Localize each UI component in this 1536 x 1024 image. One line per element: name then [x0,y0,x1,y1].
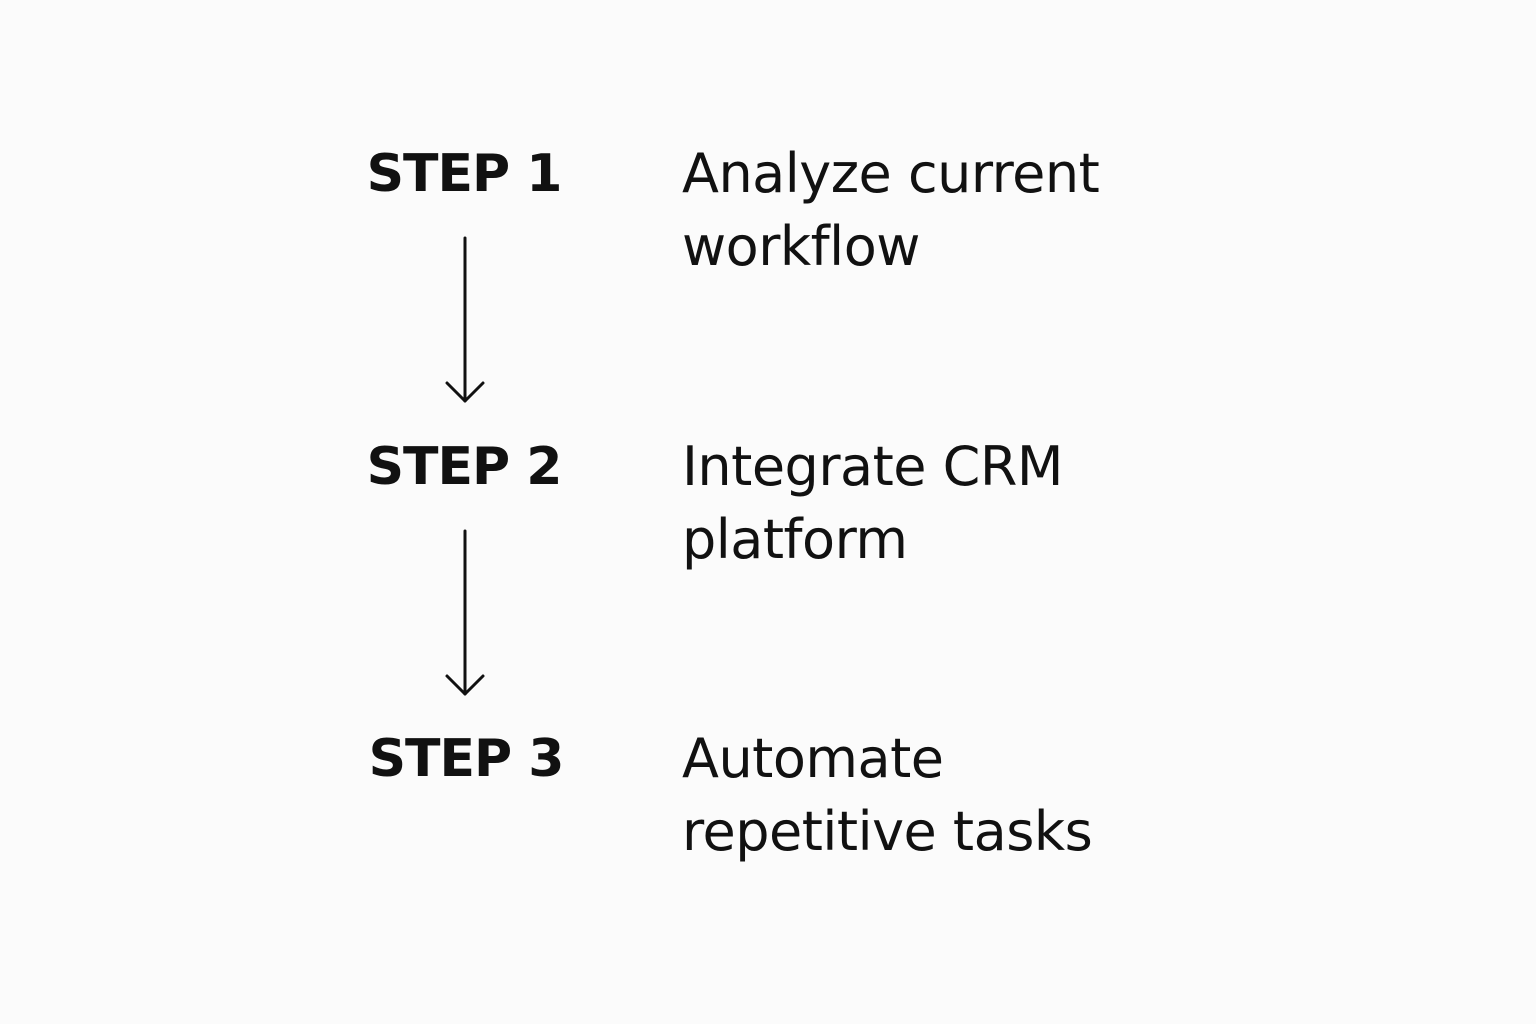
arrow-step-1-to-2 [445,236,485,403]
step-2-description: Integrate CRM platform [682,430,1242,576]
step-1-label: STEP 1 [366,144,563,204]
step-3-description: Automate repetitive tasks [682,722,1242,868]
step-3-description-line-2: repetitive tasks [682,800,1093,863]
step-1-description: Analyze current workflow [682,137,1242,283]
step-2-description-line-1: Integrate CRM [682,435,1064,498]
step-3-description-line-1: Automate [682,727,944,790]
arrow-step-2-to-3 [445,529,485,696]
step-3-label: STEP 3 [368,729,565,789]
step-1-description-line-1: Analyze current [682,142,1100,205]
step-2-label: STEP 2 [366,437,563,497]
step-1-description-line-2: workflow [682,215,920,278]
step-2-description-line-2: platform [682,508,908,571]
